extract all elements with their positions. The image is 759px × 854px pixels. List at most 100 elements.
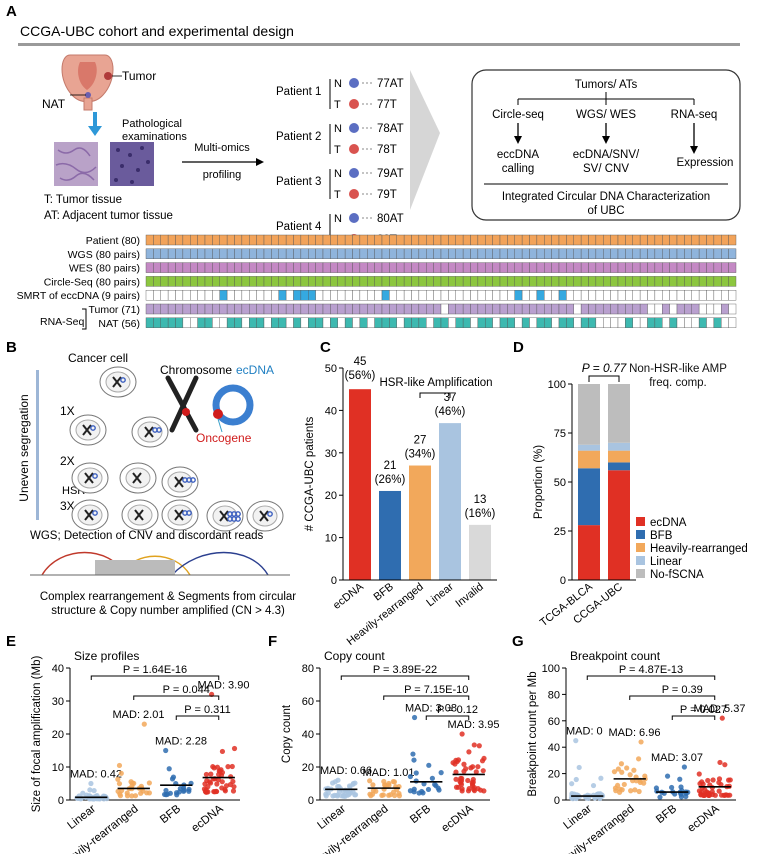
track-cell [706,276,715,287]
data-point [390,789,397,795]
data-point [426,762,432,768]
bar [439,423,461,580]
track-cell [285,248,294,260]
track-cell [226,234,235,246]
arrow-label-2: profiling [203,169,242,181]
track-cell [492,234,501,246]
track-cell [448,262,456,273]
workflow-bottom-2: of UBC [587,205,624,217]
stacked-bar-segment [578,444,600,451]
track-cell [182,303,191,315]
track-cell [160,276,169,287]
mad-label: MAD: 2.28 [155,736,207,748]
data-point [457,778,463,785]
y-tick-label: 0 [58,795,64,807]
track-cell [625,290,633,301]
track-cell [153,234,161,246]
data-point [710,777,716,783]
track-label: WES (80 pairs) [69,263,140,275]
track-cell [337,262,346,273]
stacked-bar-segment [578,525,600,580]
track-cell [359,248,368,260]
data-point [116,781,123,787]
track-cell [219,303,228,315]
data-point [338,793,345,799]
track-cell [625,234,633,246]
mad-label: MAD: 3.08 [405,703,457,715]
track-cell [507,262,515,273]
track-cell [411,234,420,246]
track-cell [190,290,198,301]
pvalue-bracket [175,715,220,720]
track-cell [684,303,692,315]
track-cell [182,290,191,301]
track-cell [485,317,493,328]
data-point [717,759,723,766]
track-cell [485,303,493,315]
track-cell [182,317,191,328]
track-cell [263,262,272,273]
track-cell [713,317,722,328]
track-cell [219,262,228,273]
data-point [722,762,728,768]
track-cell [529,248,538,260]
cancer-cell-label: Cancer cell [68,351,128,365]
track-cell [544,276,552,287]
track-cell [507,317,515,328]
track-cell [639,276,648,287]
track-cell [654,303,663,315]
data-point [119,787,125,794]
data-point [115,776,121,782]
x-tick-label: Heavily-rearranged [552,803,636,854]
track-cell [632,276,641,287]
track-cell [610,248,619,260]
track-cell [551,234,560,246]
track-cell [691,276,700,287]
track-cell [315,317,324,328]
chromosome-mini-icon [112,376,122,388]
track-cell [175,276,184,287]
track-cell [263,290,272,301]
track-cell [212,317,220,328]
legend-swatch [636,530,645,539]
track-cell [315,276,324,287]
track-cell [573,317,582,328]
data-point [214,781,220,787]
data-point [177,785,183,792]
data-point [569,781,575,787]
legend-swatch [636,556,645,565]
track-cell [226,290,235,301]
track-cell [396,262,405,273]
track-cell [507,290,515,301]
caption-2: structure & Copy number amplified (CN > … [51,605,285,617]
track-cell [448,303,456,315]
track-cell [426,290,434,301]
normal-sample-id: 77AT [377,78,404,90]
chromosome-mini-icon [84,472,94,484]
track-cell [625,303,633,315]
mad-label: MAD: 5.37 [694,703,746,715]
track-cell [647,248,656,260]
mad-label: MAD: 3.90 [198,679,250,691]
data-point [681,764,687,770]
track-cell [610,234,619,246]
track-cell [588,303,597,315]
chromosome-mini-icon [134,509,144,521]
pvalue-bracket [133,695,220,700]
hsr-annotation: HSR-like Amplification [379,377,492,389]
track-cell [190,276,198,287]
data-point [350,780,357,787]
track-cell [271,248,279,260]
track-cell [485,262,493,273]
track-cell [145,248,154,260]
data-point [590,782,597,789]
track-cell [381,276,390,287]
chromosome-mini-icon [174,509,184,521]
track-cell [647,303,656,315]
track-cell [411,262,420,273]
pvalue-bracket [383,695,470,700]
track-cell [551,303,560,315]
gen-3x: 3X [60,499,75,513]
track-cell [367,248,375,260]
data-point [170,774,177,780]
